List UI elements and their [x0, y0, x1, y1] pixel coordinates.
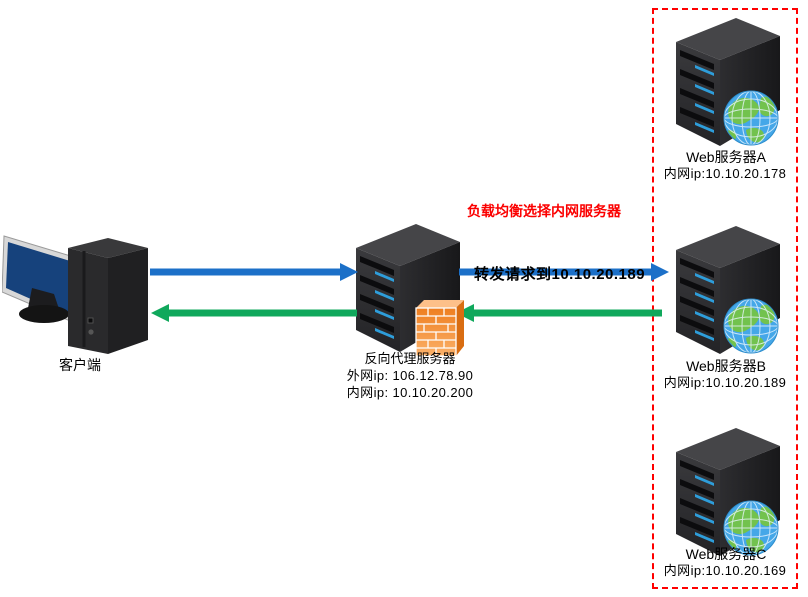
forward-request-label: 转发请求到10.10.20.189	[474, 266, 646, 283]
web-server-c-ip: 内网ip:10.10.20.169	[663, 563, 787, 578]
web-server-c-label: Web服务器C	[685, 546, 767, 562]
web-server-b-icon	[676, 226, 780, 354]
web-server-a-ip: 内网ip:10.10.20.178	[663, 166, 787, 181]
arrow-proxy-to-server-b	[459, 263, 669, 281]
web-server-b-ip: 内网ip:10.10.20.189	[663, 375, 787, 390]
monitor-base	[19, 305, 69, 323]
arrow-proxy-to-client	[151, 304, 357, 322]
proxy-lan-ip: 内网ip: 10.10.20.200	[346, 385, 474, 400]
client-computer-icon	[2, 235, 148, 354]
firewall-icon	[415, 300, 464, 357]
web-server-b-label: Web服务器B	[686, 358, 766, 374]
web-server-a-label: Web服务器A	[686, 149, 766, 165]
client-label: 客户端	[59, 357, 101, 373]
globe-icon	[724, 299, 778, 353]
arrow-client-to-proxy	[150, 263, 358, 281]
web-server-group-border	[652, 8, 798, 589]
globe-icon	[724, 91, 778, 145]
proxy-label: 反向代理服务器	[364, 351, 456, 366]
web-server-a-icon	[676, 18, 780, 146]
web-server-c-icon	[676, 428, 780, 556]
proxy-label-block: 反向代理服务器 外网ip: 106.12.78.90 内网ip: 10.10.2…	[325, 350, 495, 401]
proxy-wan-ip: 外网ip: 106.12.78.90	[346, 368, 474, 383]
load-balance-annotation: 负载均衡选择内网服务器	[467, 203, 621, 219]
arrow-server-b-to-proxy	[456, 304, 662, 322]
client-tower-icon	[68, 238, 148, 354]
